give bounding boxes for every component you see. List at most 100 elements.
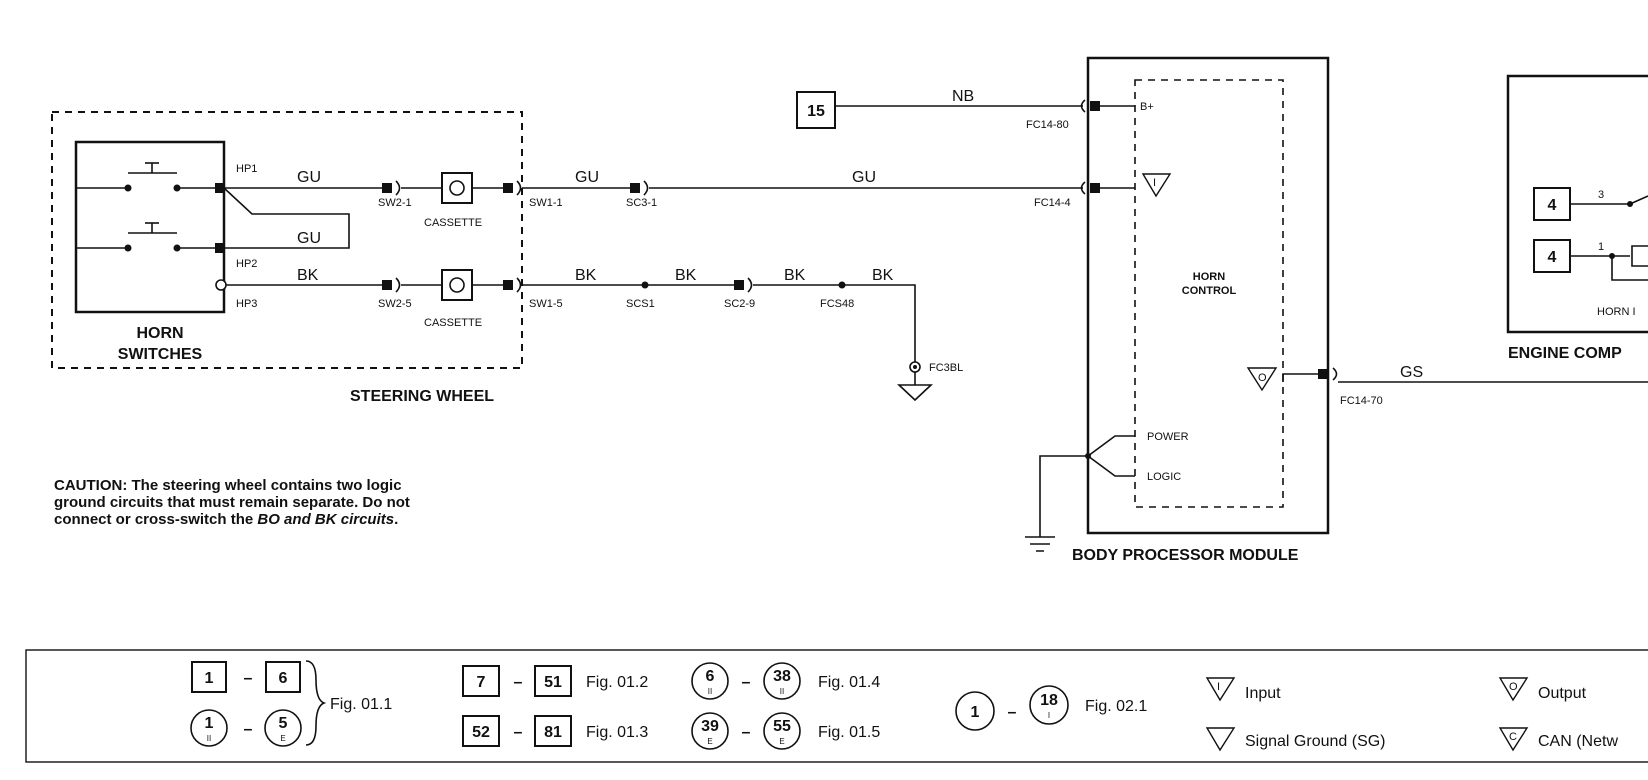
connector-fc14-4 bbox=[1090, 183, 1100, 193]
engine-ref-b-label: 4 bbox=[1548, 249, 1557, 266]
connector-fc14-80-label: FC14-80 bbox=[1026, 119, 1069, 131]
engine-ref-a-label: 4 bbox=[1548, 197, 1557, 214]
legend-box bbox=[25, 649, 1648, 763]
wire-bk-label-4: BK bbox=[784, 267, 806, 284]
legend-output-triangle-symbol: O bbox=[1509, 681, 1518, 693]
legend-g1-brace bbox=[305, 660, 327, 746]
legend-g2-r2-fig: Fig. 01.3 bbox=[586, 724, 648, 741]
legend-g3-r2-circ-b bbox=[763, 712, 801, 750]
horn-switches-label-2: SWITCHES bbox=[118, 346, 203, 363]
splice-fcs48 bbox=[838, 281, 846, 289]
connector-sw1-1-label: SW1-1 bbox=[529, 197, 563, 209]
legend-g2-r1-box-a bbox=[462, 665, 500, 697]
legend-g2-dash-2: – bbox=[514, 724, 523, 741]
legend-g1-dash-1: – bbox=[244, 670, 253, 687]
horn-control-label-1: HORN bbox=[1193, 271, 1225, 283]
legend-g3-r1-fig: Fig. 01.4 bbox=[818, 674, 880, 691]
legend-g4-b-sub: I bbox=[1048, 711, 1050, 720]
engine-horn-partial-label: HORN I bbox=[1597, 306, 1636, 318]
bpm-box bbox=[1086, 56, 1330, 535]
bpm-logic-label: LOGIC bbox=[1147, 471, 1181, 483]
legend-g3-r2-a-sub: E bbox=[707, 737, 712, 746]
legend-g4-circ-a bbox=[955, 691, 995, 731]
legend-g2-r2-box-b bbox=[534, 715, 572, 747]
horn-switches-label-1: HORN bbox=[136, 325, 183, 342]
legend-input-triangle-icon bbox=[1205, 677, 1236, 702]
ground-fc3bl-label: FC3BL bbox=[929, 362, 963, 374]
legend-g3-r2-fig: Fig. 01.5 bbox=[818, 724, 880, 741]
legend-g3-dash-1: – bbox=[742, 674, 751, 691]
legend-g1-circ-a-label: 1 bbox=[205, 715, 214, 732]
wire-bk-label-5: BK bbox=[872, 267, 894, 284]
legend-g1-dash-2: – bbox=[244, 721, 253, 738]
connector-sw1-1 bbox=[503, 180, 522, 196]
engine-comp-title: ENGINE COMP bbox=[1508, 345, 1622, 362]
pin-hp1 bbox=[215, 183, 224, 193]
pin-hp1-label: HP1 bbox=[236, 163, 257, 175]
input-triangle-symbol: I bbox=[1153, 177, 1156, 189]
legend-g3-r2-circ-a bbox=[691, 712, 729, 750]
legend-g3-r2-b-sub: E bbox=[779, 737, 784, 746]
legend-g1-circ-b bbox=[264, 709, 302, 747]
caution-line-2: ground circuits that must remain separat… bbox=[54, 494, 410, 511]
legend-g3-r1-circ-a bbox=[691, 662, 729, 700]
output-triangle-symbol: O bbox=[1258, 372, 1267, 384]
legend-g2-r1-a-label: 7 bbox=[477, 674, 486, 691]
legend-g3-r1-circ-b bbox=[763, 662, 801, 700]
bpm-title: BODY PROCESSOR MODULE bbox=[1072, 547, 1299, 564]
legend-output-label: Output bbox=[1538, 685, 1587, 702]
connector-sc2-9-label: SC2-9 bbox=[724, 298, 755, 310]
legend-can-label: CAN (Netw bbox=[1538, 733, 1618, 750]
legend-g2-r1-b-label: 51 bbox=[544, 674, 562, 691]
connector-sw1-5-label: SW1-5 bbox=[529, 298, 563, 310]
legend-g1-box-b-label: 6 bbox=[279, 670, 288, 687]
wire-gu-link bbox=[223, 187, 350, 249]
horn-switch-2 bbox=[76, 222, 224, 252]
output-triangle-icon bbox=[1246, 367, 1278, 392]
legend-g4-fig: Fig. 02.1 bbox=[1085, 698, 1147, 715]
legend-can-triangle-icon bbox=[1498, 727, 1529, 752]
wire-gu-label-2: GU bbox=[297, 230, 321, 247]
bpm-inner-boundary bbox=[1134, 79, 1284, 508]
pin-hp2 bbox=[215, 243, 224, 253]
legend-g4-circ-b bbox=[1029, 685, 1069, 725]
horn-control-label-2: CONTROL bbox=[1182, 285, 1237, 297]
wire-bk-label-1: BK bbox=[297, 267, 319, 284]
legend-g2-dash-1: – bbox=[514, 674, 523, 691]
legend-g3-r1-a-sub: II bbox=[708, 687, 712, 696]
connector-sw1-5 bbox=[503, 277, 522, 293]
connector-sc3-1-label: SC3-1 bbox=[626, 197, 657, 209]
wire-bk-label-3: BK bbox=[675, 267, 697, 284]
steering-wheel-title: STEERING WHEEL bbox=[350, 388, 494, 405]
cassette-2-label: CASSETTE bbox=[424, 317, 482, 329]
horn-switch-1 bbox=[76, 162, 224, 192]
legend-g4-dash: – bbox=[1008, 704, 1017, 721]
legend-g1-circ-a-sub: II bbox=[207, 734, 211, 743]
wire-bk-chain-2 bbox=[753, 284, 916, 362]
legend-g2-r2-a-label: 52 bbox=[472, 724, 490, 741]
fuse-ref-label: 15 bbox=[807, 103, 825, 120]
legend-g1-circ-b-label: 5 bbox=[279, 715, 288, 732]
engine-pin-b-label: 1 bbox=[1598, 241, 1604, 253]
wire-nb-label: NB bbox=[952, 88, 974, 105]
splice-fcs48-label: FCS48 bbox=[820, 298, 854, 310]
engine-comp-box bbox=[1506, 74, 1648, 334]
legend-output-triangle-icon bbox=[1498, 677, 1529, 702]
legend-g1-fig: Fig. 01.1 bbox=[330, 696, 392, 713]
legend-g1-box-b bbox=[265, 661, 301, 693]
legend-signal-ground-triangle-icon bbox=[1205, 727, 1236, 752]
legend-signal-ground-label: Signal Ground (SG) bbox=[1245, 733, 1386, 750]
connector-sw2-5 bbox=[382, 277, 401, 293]
connector-sc3-1 bbox=[630, 180, 649, 196]
connector-sw2-1-label: SW2-1 bbox=[378, 197, 412, 209]
connector-fc14-70-label: FC14-70 bbox=[1340, 395, 1383, 407]
wire-gu-label-4: GU bbox=[852, 169, 876, 186]
legend-g1-box-a bbox=[191, 661, 227, 693]
wire-bk-label-2: BK bbox=[575, 267, 597, 284]
chassis-ground-icon bbox=[1025, 536, 1055, 552]
legend-g3-dash-2: – bbox=[742, 724, 751, 741]
legend-g3-r1-a-label: 6 bbox=[706, 668, 715, 685]
legend-g3-r1-b-sub: II bbox=[780, 687, 784, 696]
horn-switches-box bbox=[74, 140, 226, 314]
connector-sc2-9 bbox=[734, 277, 753, 293]
